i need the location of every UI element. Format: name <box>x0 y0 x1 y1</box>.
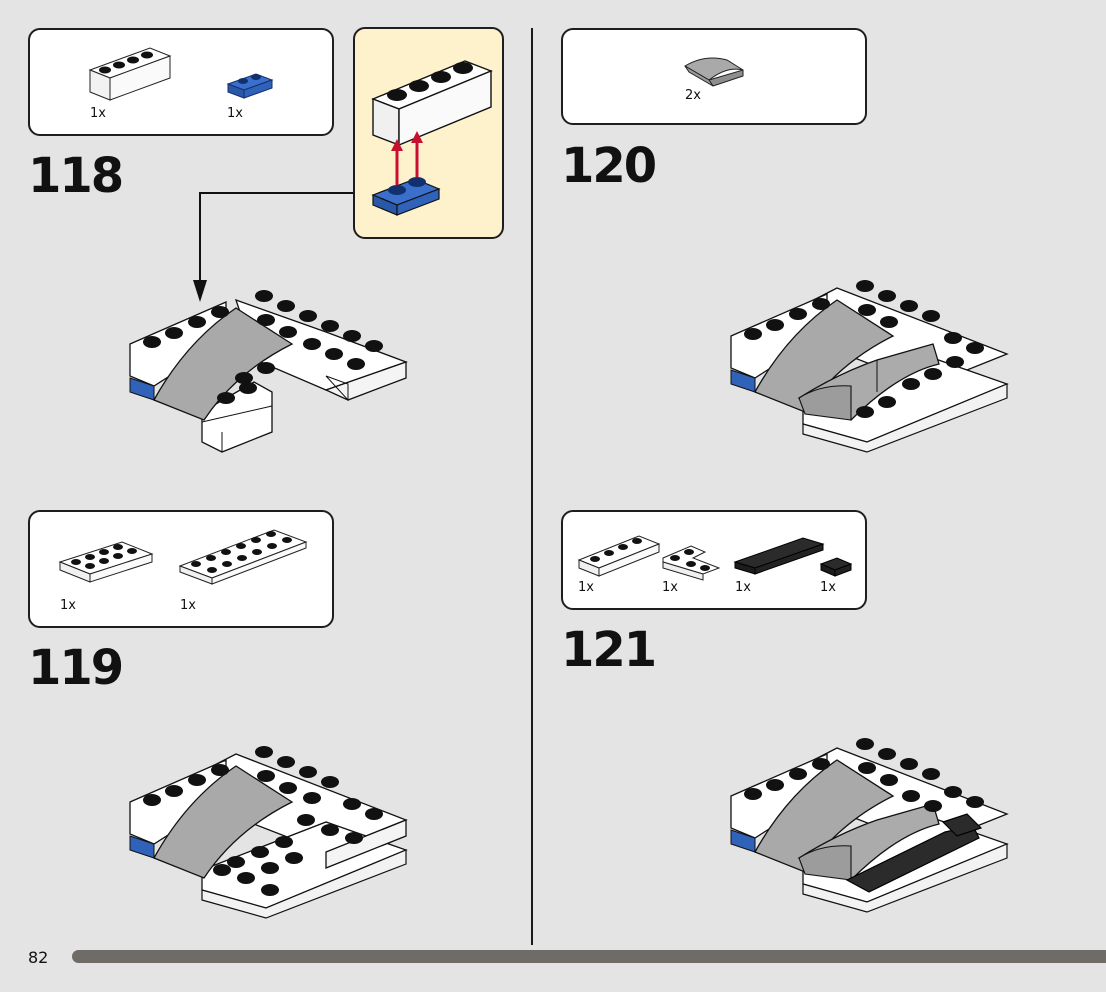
parts-box-step-119: 1x 1x <box>28 510 334 628</box>
step-number-120: 120 <box>561 138 657 194</box>
model-step-121-icon <box>730 738 1009 913</box>
parts-box-step-120: 2x <box>561 28 867 125</box>
white-plate-1x4-icon <box>577 535 661 577</box>
part-qty: 1x <box>180 598 196 613</box>
part-qty: 1x <box>90 106 106 121</box>
progress-bar <box>72 950 1106 963</box>
step-number-119: 119 <box>28 640 124 696</box>
white-corner-plate-icon <box>662 545 721 581</box>
parts-box-step-118: 1x 1x <box>28 28 334 136</box>
black-tile-1x6-icon <box>733 537 825 575</box>
part-qty: 2x <box>685 88 701 103</box>
blue-plate-1x2-icon <box>226 73 274 99</box>
white-brick-1x4-icon <box>88 47 172 101</box>
model-step-119-icon <box>129 746 408 919</box>
callout-pointer-arrow <box>193 192 353 302</box>
white-plate-2x6-icon <box>178 529 308 585</box>
page-number: 82 <box>28 948 49 967</box>
part-qty: 1x <box>735 580 751 595</box>
sub-assembly-diagram <box>371 60 493 216</box>
sub-assembly-callout <box>353 27 504 239</box>
parts-box-step-121: 1x 1x 1x 1x <box>561 510 867 610</box>
part-qty: 1x <box>662 580 678 595</box>
model-step-120-icon <box>730 280 1009 453</box>
column-divider <box>531 28 533 945</box>
part-qty: 1x <box>60 598 76 613</box>
black-tile-1x1-icon <box>819 557 853 577</box>
step-number-121: 121 <box>561 622 657 678</box>
part-qty: 1x <box>227 106 243 121</box>
part-qty: 1x <box>578 580 594 595</box>
step-number-118: 118 <box>28 148 124 204</box>
model-step-118-icon <box>129 290 408 453</box>
part-qty: 1x <box>820 580 836 595</box>
grey-curved-slope-icon <box>684 57 744 87</box>
white-plate-2x4-icon <box>58 541 154 583</box>
